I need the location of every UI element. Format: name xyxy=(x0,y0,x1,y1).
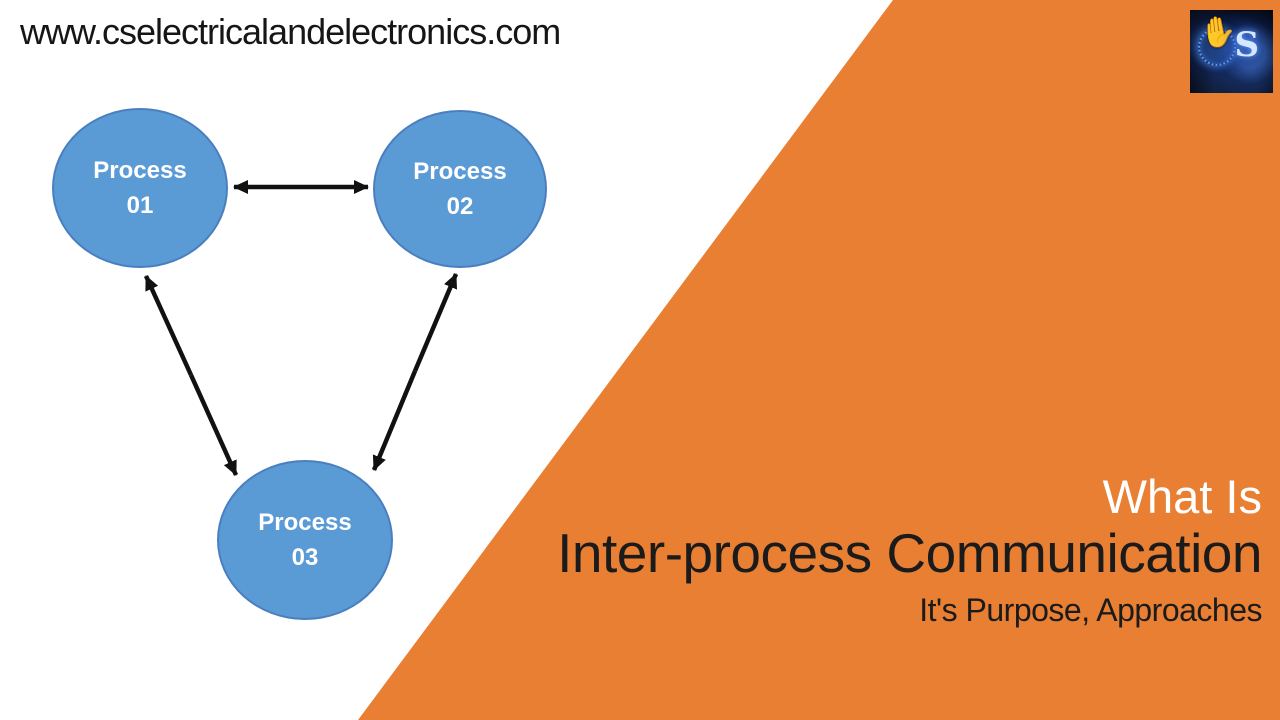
process-03-number: 03 xyxy=(291,544,319,571)
process-01-number: 01 xyxy=(126,192,154,219)
edge-p1-p3 xyxy=(143,275,239,476)
process-03-node: Process 03 xyxy=(217,460,393,620)
brand-logo: ✋ S xyxy=(1190,10,1273,93)
process-03-label: Process xyxy=(258,509,352,536)
edge-p2-p3 xyxy=(371,273,459,471)
process-01-label: Process xyxy=(93,157,187,184)
title-main: Inter-process Communication xyxy=(557,522,1262,584)
process-02-node: Process 02 xyxy=(373,110,547,268)
process-01-node: Process 01 xyxy=(52,108,228,268)
title-subtitle: It's Purpose, Approaches xyxy=(919,592,1262,628)
process-02-number: 02 xyxy=(446,193,474,220)
logo-letter-s: S xyxy=(1234,25,1259,65)
title-block: What Is Inter-process Communication It's… xyxy=(557,472,1262,630)
process-02-label: Process xyxy=(413,158,507,185)
website-url: www.cselectricalandelectronics.com xyxy=(20,11,561,52)
logo-c-glow-ring-icon xyxy=(1198,28,1236,66)
title-kicker: What Is xyxy=(1102,470,1262,523)
